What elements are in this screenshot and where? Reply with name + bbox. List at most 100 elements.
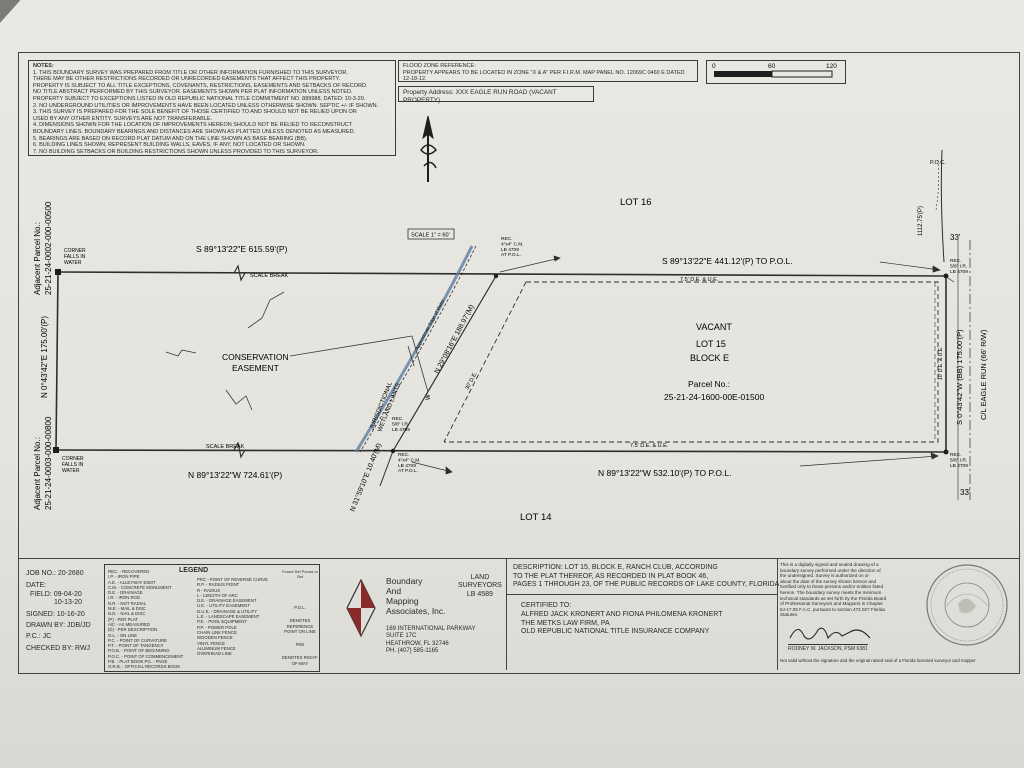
corner-note-sw-3: WATER [62, 468, 80, 474]
legend-item: VINYL FENCE [197, 640, 226, 646]
statement-block: This is a digitally signed and sealed dr… [780, 562, 1016, 670]
w-label: W [426, 394, 432, 400]
monument-label: AT P.O.L. [398, 468, 418, 474]
legend-item: L - LENGTH OF ARC [197, 592, 238, 598]
monument-label: 5/8" I.R. [392, 421, 409, 427]
legend-ref: DENOTES REFERENCE POINT ON LINE [284, 618, 316, 634]
scale-break-south-label: SCALE BREAK [206, 444, 245, 450]
monument-label: 5/8" I.R. [950, 263, 967, 269]
monument-label: AT P.O.L. [501, 252, 521, 258]
legend-item: (D) - PER DESCRIPTION [108, 627, 158, 633]
legend-item: REC. - RECOVERED [108, 569, 150, 574]
legend-item: WOODEN FENCE [197, 635, 233, 641]
company-name-line: And [386, 586, 402, 596]
legend-item: P.T. - POINT OF TANGENCY [108, 643, 164, 649]
monument-sw [53, 447, 59, 453]
company-name-line: Boundary [386, 576, 423, 586]
certified-list: ALFRED JACK KRONERT AND FIONA PHILOMENA … [521, 611, 723, 637]
scale-break-south [233, 441, 246, 459]
legend-item: I.P. - IRON PIPE [108, 574, 140, 580]
note-line: PROPERTY SUBJECT TO EXCEPTIONS LISTED IN… [33, 95, 366, 102]
note-line: 5. BEARINGS ARE BASED ON RECORD PLAT DAT… [33, 135, 308, 142]
note-line: 7. NO BUILDING SETBACKS OR BUILDING REST… [33, 148, 319, 155]
job-info: JOB NO.: 20-2680 DATE: FIELD: 09-04-20 1… [26, 570, 104, 670]
corner-note-nw-2: FALLS IN [64, 254, 86, 260]
statement-line: Statutes. [780, 612, 799, 618]
conservation-label-2: EASEMENT [232, 363, 279, 373]
note-line: PROPERTY IS SUBJECT TO ALL TITLE EXCEPTI… [33, 82, 368, 89]
company-address-line: SUITE 17C [386, 633, 417, 640]
legend-item: (P) - PER PLAT [108, 616, 139, 622]
south-boundary-line [55, 449, 947, 453]
note-line: 4. DIMENSIONS SHOWN FOR THE LOCATION OF … [33, 122, 353, 129]
legend-ref: DENOTES RIGHT-OF-WAY [281, 655, 319, 666]
corner-note-nw-1: CORNER [64, 248, 86, 254]
corner-note-sw-1: CORNER [62, 456, 84, 462]
legend-item: R - RADIUS [197, 587, 221, 593]
east-offset-label: 1112.75'(P) [918, 206, 924, 236]
monument-nw [55, 269, 61, 275]
monument-label: LB 4709 [950, 269, 968, 275]
note-line: THERE MAY BE OTHER RESTRICTIONS RECORDED… [33, 76, 341, 83]
legend-item: P.P. - POWER POLE [197, 624, 237, 630]
lot-north-label: LOT 16 [620, 197, 652, 208]
legend-item: R.P. - RADIUS POINT [197, 582, 240, 588]
field-date-2: 10-13-20 [54, 599, 83, 607]
legend-item: PRC - POINT OF REVERSE CURVE [197, 577, 268, 582]
adjacent-north-number: 25-21-24-0002-000-00500 [44, 201, 53, 295]
monument-label: REC. [501, 236, 512, 242]
north-arrow-icon [420, 115, 438, 182]
flood-text: PROPERTY APPEARS TO BE LOCATED IN ZONE "… [403, 69, 685, 83]
notes-list: 1. THIS BOUNDARY SURVEY WAS PREPARED FRO… [33, 70, 391, 155]
company-role-line: SURVEYORS [458, 582, 502, 590]
scale-label: SCALE 1" = 60' [411, 233, 450, 239]
note-line: BOUNDARY LINES. BOUNDARY BEARINGS AND DI… [33, 128, 356, 135]
monument-label: REC. [950, 452, 961, 458]
company-address-line: 169 INTERNATIONAL PARKWAY [386, 626, 476, 632]
flood-box: FLOOD ZONE REFERENCE: PROPERTY APPEARS T… [398, 60, 698, 82]
description-line: PAGES 1 THROUGH 23, OF THE PUBLIC RECORD… [513, 581, 782, 589]
legend-item: U.E. - UTILITY EASEMENT [197, 603, 250, 609]
diagonal-line-b [443, 281, 527, 443]
notes-box: NOTES: 1. THIS BOUNDARY SURVEY WAS PREPA… [28, 60, 396, 156]
corner-note-nw-3: WATER [64, 260, 82, 266]
poc-label: P.O.C. [930, 160, 946, 166]
legend-item: CHAIN LINK FENCE [197, 629, 237, 635]
adjacent-south-number: 25-21-24-0003-000-00800 [44, 416, 53, 510]
signed-date: SIGNED: 10-16-20 [26, 610, 85, 618]
note-line: 2. NO UNDERGROUND UTILITIES OR IMPROVEME… [33, 102, 379, 109]
corner-notes: CORNER FALLS IN WATER CORNER FALLS IN WA… [62, 248, 86, 474]
legend-item: P.B. - PLAT BOOK PG. - PAGE [108, 659, 168, 665]
scale-break-north [233, 264, 246, 282]
certified-line: OLD REPUBLIC NATIONAL TITLE INSURANCE CO… [521, 628, 710, 636]
north-boundary-line [57, 271, 947, 277]
certified-line: ALFRED JACK KRONERT AND FIONA PHILOMENA … [521, 611, 723, 618]
adjacent-north-label: Adjacent Parcel No.: [33, 222, 42, 295]
scale-tick-0: 0 [712, 63, 716, 70]
monument-mid-n [493, 273, 499, 279]
legend-item: P.C. - POINT OF CURVATURE [108, 637, 168, 643]
statement-line: the undersigned. Survey is authorized on… [780, 573, 869, 579]
field-date: FIELD: 09-04-20 [30, 590, 82, 598]
scale-tick-120: 120 [826, 63, 837, 70]
signature-icon [789, 627, 871, 640]
monument-mid-s [390, 448, 396, 454]
scale-break-north-label: SCALE BREAK [250, 273, 289, 279]
statement-line: hereon. The boundary survey meets the mi… [780, 589, 882, 595]
parcel-block: BLOCK E [690, 353, 729, 363]
bearing-east: S 0°43'42"W (BB) 175.00'(P) [955, 329, 964, 425]
corner-note-sw-2: FALLS IN [62, 462, 84, 468]
wetland-line [354, 245, 477, 453]
company-name-line: Mapping [386, 596, 419, 606]
legend-item: A.E. - ALLEYWAY ESMT [108, 579, 156, 585]
easement-dashed-line [444, 281, 939, 443]
parcel-label: Parcel No.: [688, 379, 730, 389]
monument-label: LB 4709 [501, 247, 519, 253]
monument-label: LB 4709 [398, 463, 416, 469]
pc-initials: P.C.: JC [26, 633, 52, 641]
legend-found-set: Found Set Pound or Set [282, 569, 318, 579]
monument-ne [943, 273, 949, 279]
